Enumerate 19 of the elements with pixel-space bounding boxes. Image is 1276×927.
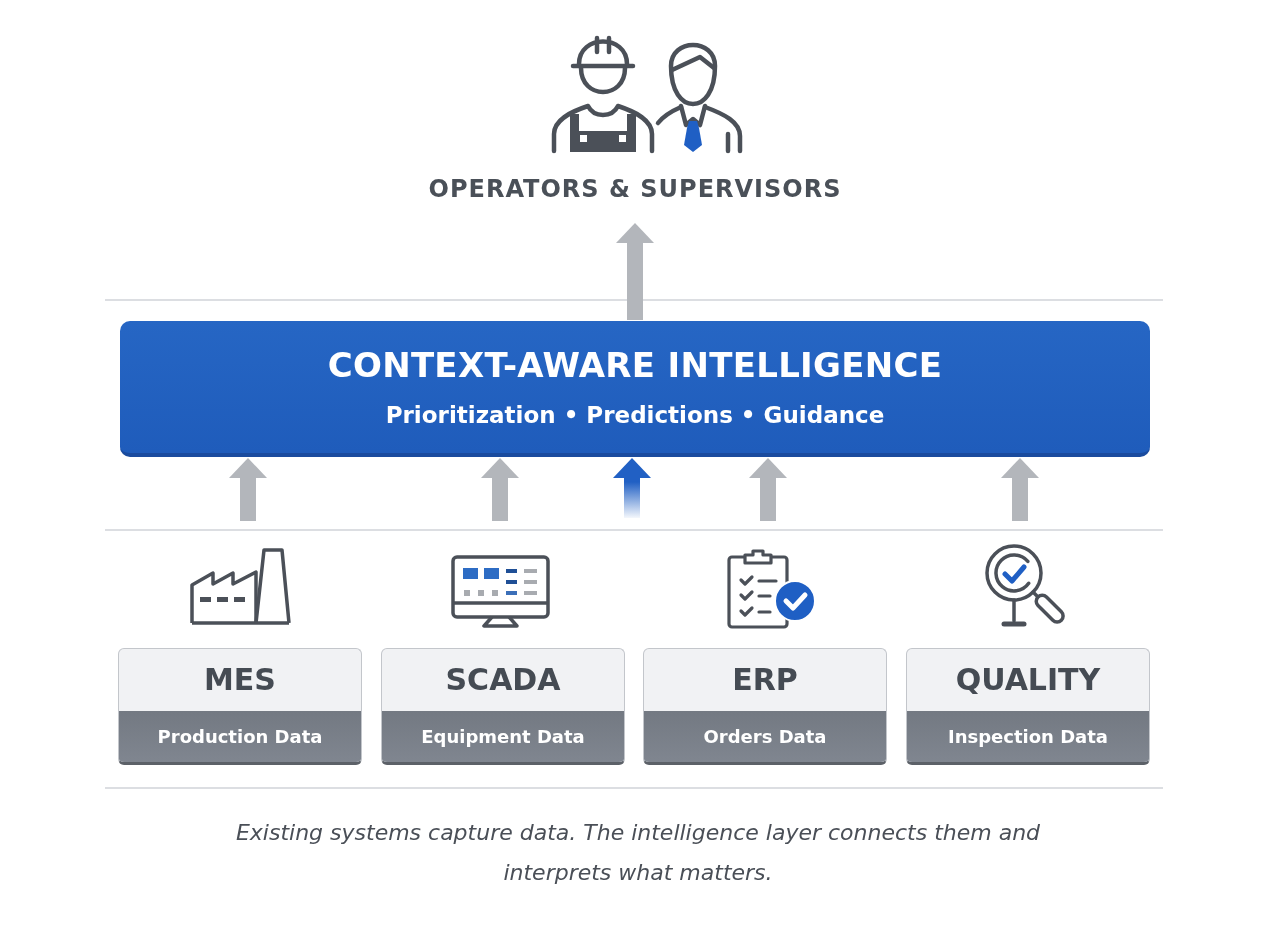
system-name: QUALITY — [954, 661, 1102, 699]
intelligence-layer-box — [120, 321, 1150, 457]
data-type-label: Equipment Data — [382, 711, 624, 762]
arrow — [229, 458, 267, 521]
arrow — [1001, 458, 1039, 521]
layer-title: CONTEXT-AWARE INTELLIGENCE — [327, 344, 943, 387]
arrow — [616, 223, 654, 320]
caption: Existing systems capture data. The intelligence layer connects them and interprets what matters. — [234, 819, 1042, 887]
data-type-label: Production Data — [119, 711, 361, 762]
arrow — [481, 458, 519, 521]
layer-subtitle: Prioritization • Predictions • Guidance — [385, 401, 885, 430]
audience-heading: OPERATORS & SUPERVISORS — [427, 174, 843, 205]
system-name: MES — [203, 661, 277, 699]
arrow — [613, 458, 651, 518]
system-name: SCADA — [444, 661, 562, 699]
arrow — [749, 458, 787, 521]
system-name: ERP — [731, 661, 799, 699]
data-type-label: Orders Data — [644, 711, 886, 762]
data-type-label: Inspection Data — [907, 711, 1149, 762]
